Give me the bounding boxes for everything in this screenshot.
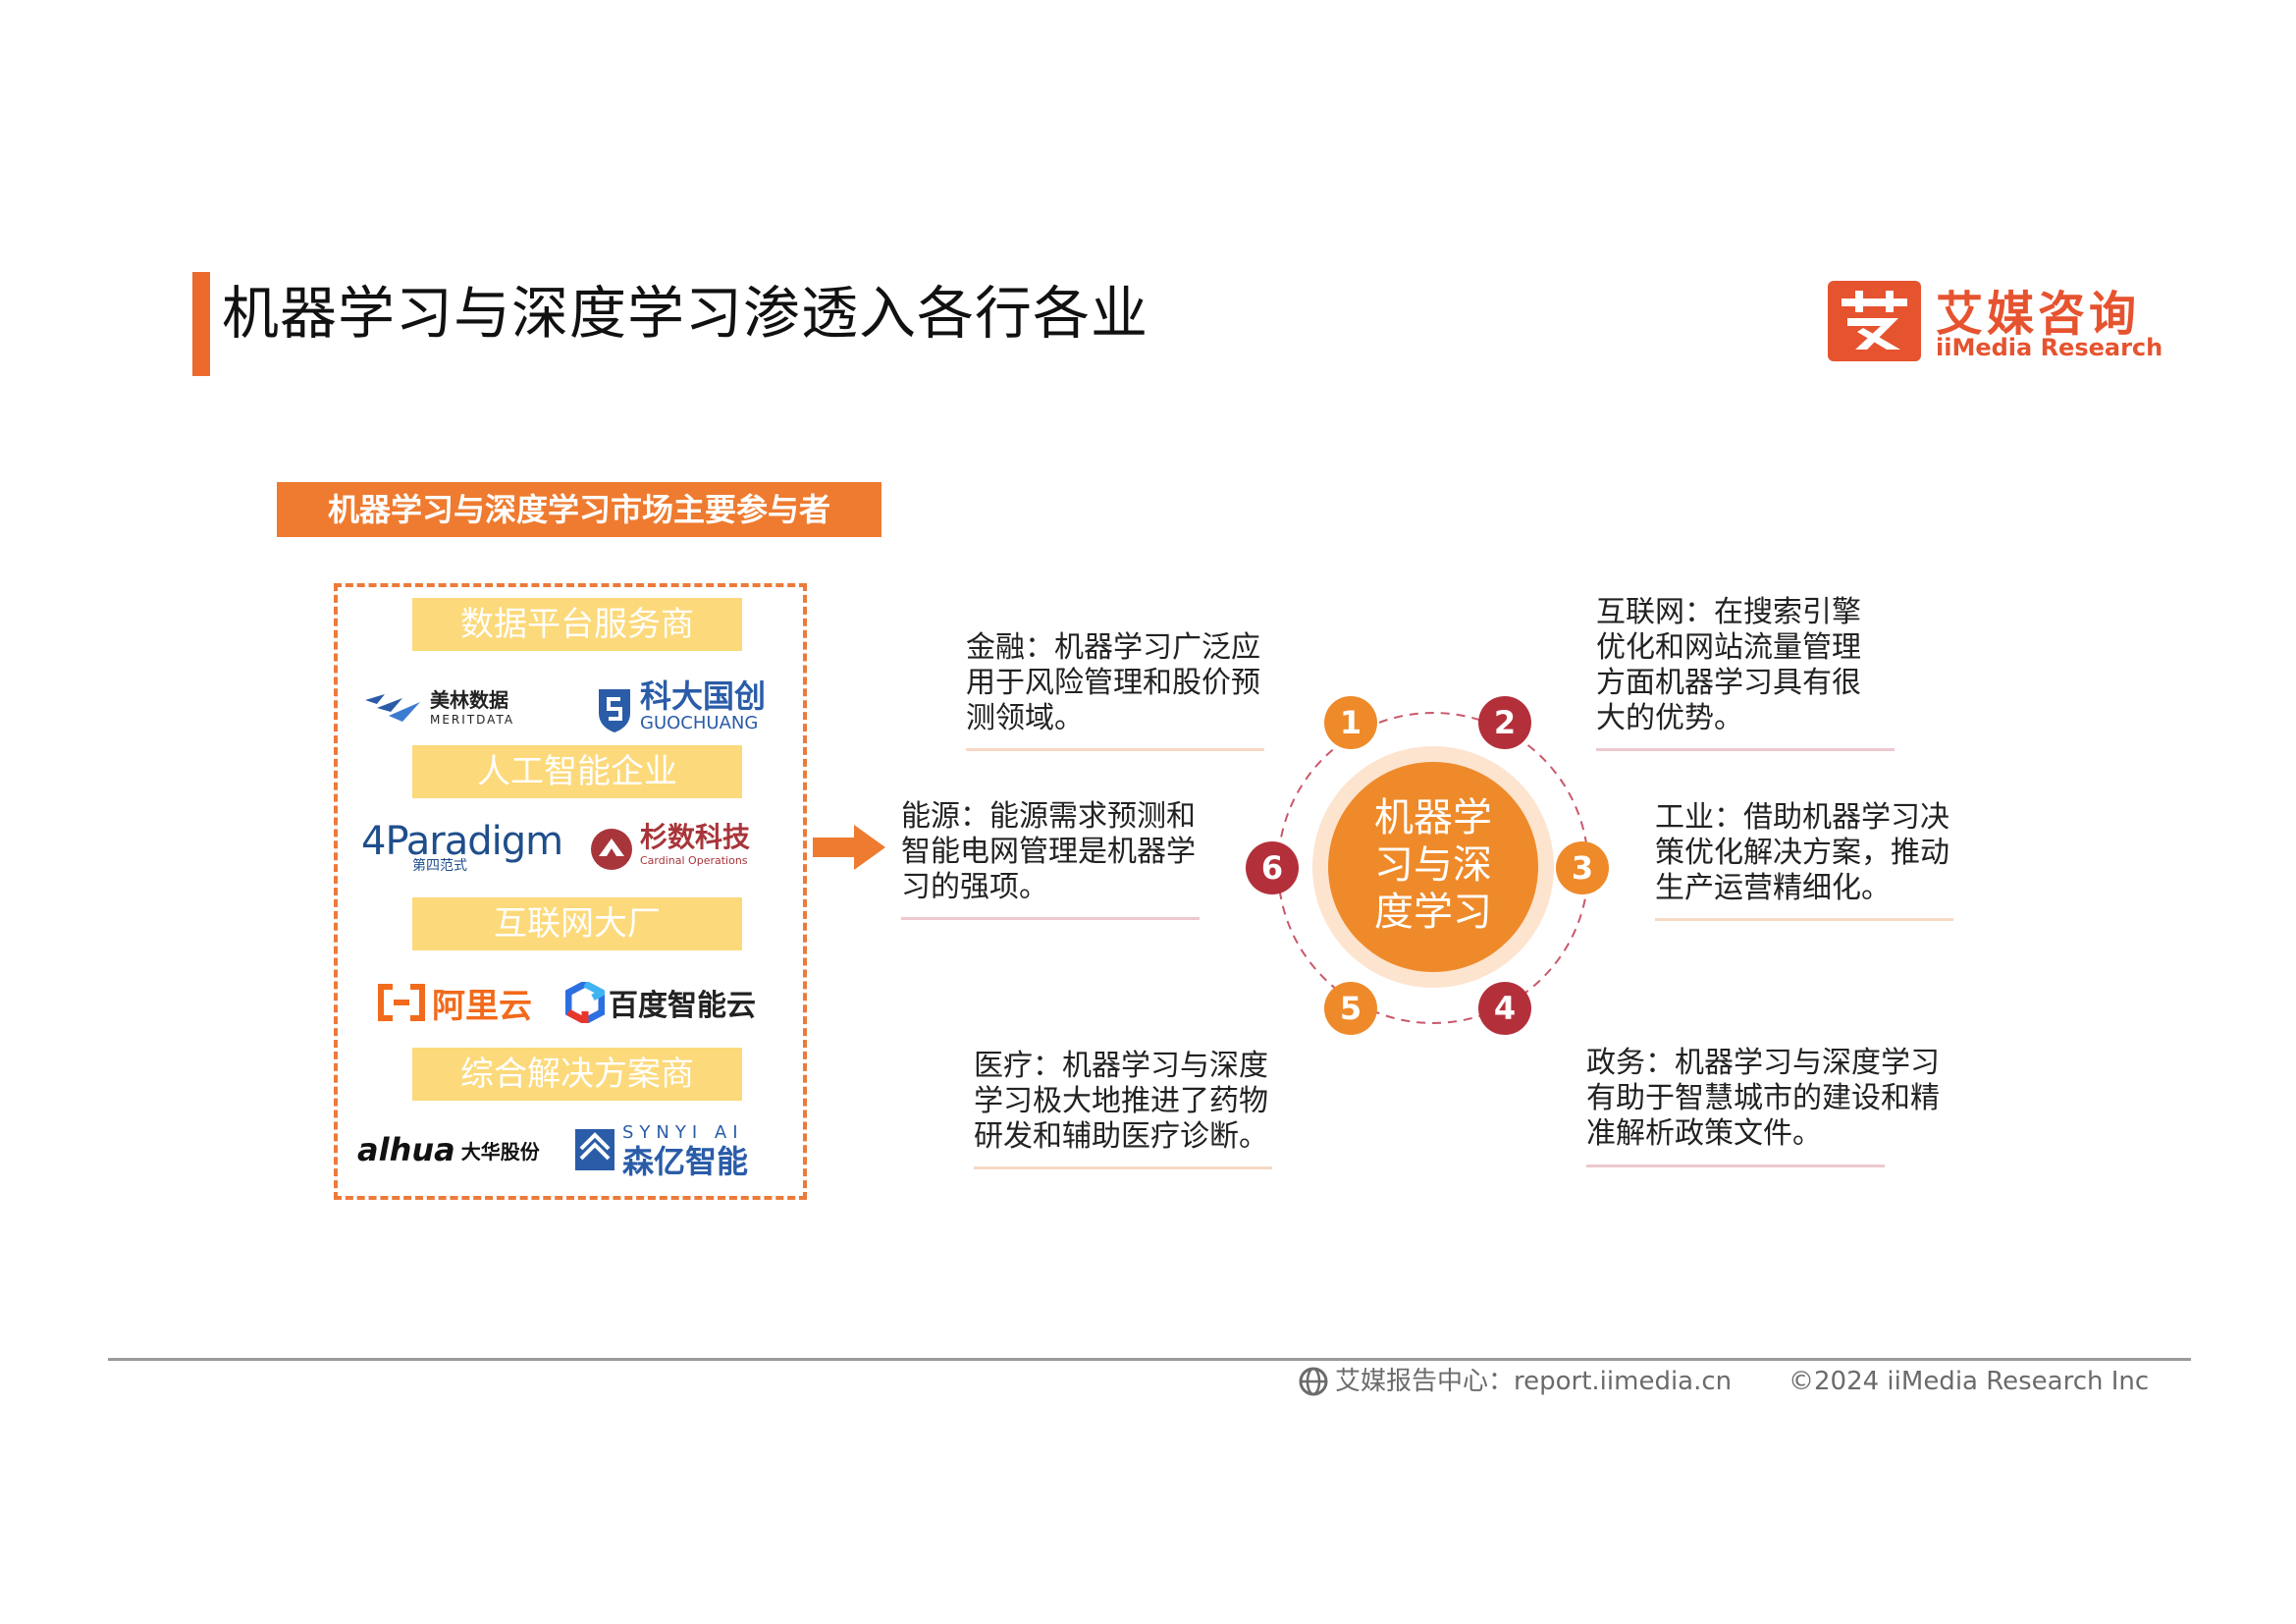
hub-circle: 机器学 习与深 度学习 (1328, 762, 1538, 972)
government-underline (1586, 1164, 1885, 1167)
finance-underline (966, 748, 1264, 751)
dahua-sub: 大华股份 (460, 1139, 540, 1164)
brand-name-cn: 艾媒咨询 (1936, 287, 2141, 342)
shanshu-logo: 杉数科技 Cardinal Operations (589, 815, 750, 884)
arrow-right-icon (813, 825, 885, 870)
guochuang-sub: GUOCHUANG (640, 713, 759, 733)
industry-underline (1655, 918, 1953, 921)
hub-label: 机器学 习与深 度学习 (1374, 795, 1492, 935)
meritdata-icon (365, 694, 420, 722)
4paradigm-logo: 4Paradigm 第四范式 (361, 815, 563, 884)
government-description: 政务：机器学习与深度学习 有助于智慧城市的建设和精 准解析政策文件。 (1586, 1046, 1940, 1151)
footer-divider (108, 1358, 2191, 1361)
baidu-cloud-name: 百度智能云 (609, 989, 756, 1023)
meritdata-logo: 美林数据 MERITDATA (363, 676, 514, 744)
4paradigm-name: 4Paradigm (361, 819, 563, 864)
page-title: 机器学习与深度学习渗透入各行各业 (222, 280, 1149, 347)
participants-header: 机器学习与深度学习市场主要参与者 (277, 482, 881, 537)
guochuang-logo: 科大国创 GUOCHUANG (595, 676, 766, 744)
category-data-platform: 数据平台服务商 (412, 598, 742, 651)
item-number-badge: 4 (1478, 982, 1531, 1035)
aliyun-bracket-icon (378, 984, 425, 1021)
guochuang-shield-icon (599, 689, 630, 732)
energy-underline (901, 917, 1200, 920)
logo-row-data-platform: 美林数据 MERITDATA 科大国创 GUOCHUANG (355, 676, 787, 744)
guochuang-name: 科大国创 (640, 677, 767, 715)
category-internet-giants: 互联网大厂 (412, 897, 742, 950)
item-number-badge: 1 (1324, 696, 1377, 749)
dahua-name: alhua (357, 1131, 455, 1168)
footer-source: 艾媒报告中心：report.iimedia.cn (1298, 1365, 1732, 1398)
aliyun-logo: 阿里云 (377, 968, 532, 1037)
internet-description: 互联网：在搜索引擎 优化和网站流量管理 方面机器学习具有很 大的优势。 (1596, 595, 1861, 735)
participants-panel: 数据平台服务商 美林数据 MERITDATA 科大国创 GUOCHUANG 人工… (334, 583, 807, 1200)
brand-mark-icon (1828, 281, 1921, 361)
shanshu-name: 杉数科技 (640, 821, 751, 853)
meritdata-name: 美林数据 (430, 688, 508, 712)
synyi-sub: SYNYI AI (622, 1122, 744, 1143)
synyi-name: 森亿智能 (622, 1143, 749, 1180)
4paradigm-sub: 第四范式 (412, 858, 467, 874)
dahua-logo: alhua 大华股份 (357, 1115, 540, 1184)
footer-source-text: 艾媒报告中心：report.iimedia.cn (1335, 1367, 1733, 1396)
baidu-cloud-logo: 百度智能云 (565, 968, 756, 1037)
footer-copyright: ©2024 iiMedia Research Inc (1789, 1367, 2150, 1396)
title-accent-bar (192, 272, 210, 376)
industry-description: 工业：借助机器学习决 策优化解决方案，推动 生产运营精细化。 (1655, 800, 1949, 905)
globe-icon (1299, 1367, 1328, 1396)
healthcare-underline (974, 1166, 1272, 1169)
shanshu-sub: Cardinal Operations (640, 854, 748, 867)
baidu-cloud-hex-icon (565, 982, 605, 1023)
shanshu-icon (591, 829, 632, 870)
meritdata-sub: MERITDATA (430, 713, 515, 727)
energy-description: 能源：能源需求预测和 智能电网管理是机器学 习的强项。 (901, 799, 1196, 904)
synyi-icon (575, 1129, 614, 1170)
item-number-badge: 3 (1556, 841, 1609, 894)
healthcare-description: 医疗：机器学习与深度 学习极大地推进了药物 研发和辅助医疗诊断。 (974, 1049, 1268, 1154)
logo-row-internet-giants: 阿里云 百度智能云 (355, 968, 787, 1037)
internet-underline (1596, 748, 1895, 751)
finance-description: 金融：机器学习广泛应 用于风险管理和股价预 测领域。 (966, 630, 1260, 735)
category-ai-companies: 人工智能企业 (412, 745, 742, 798)
logo-row-ai-companies: 4Paradigm 第四范式 杉数科技 Cardinal Operations (355, 815, 787, 884)
item-number-badge: 5 (1324, 982, 1377, 1035)
item-number-badge: 6 (1246, 841, 1299, 894)
synyi-logo: SYNYI AI 森亿智能 (573, 1115, 748, 1184)
item-number-badge: 2 (1478, 696, 1531, 749)
brand-name-en: iiMedia Research (1936, 334, 2163, 361)
category-solution-providers: 综合解决方案商 (412, 1048, 742, 1101)
aliyun-name: 阿里云 (432, 986, 532, 1026)
brand-logo: 艾媒咨询 iiMedia Research (1828, 281, 2163, 361)
logo-row-solution-providers: alhua 大华股份 SYNYI AI 森亿智能 (355, 1115, 787, 1184)
